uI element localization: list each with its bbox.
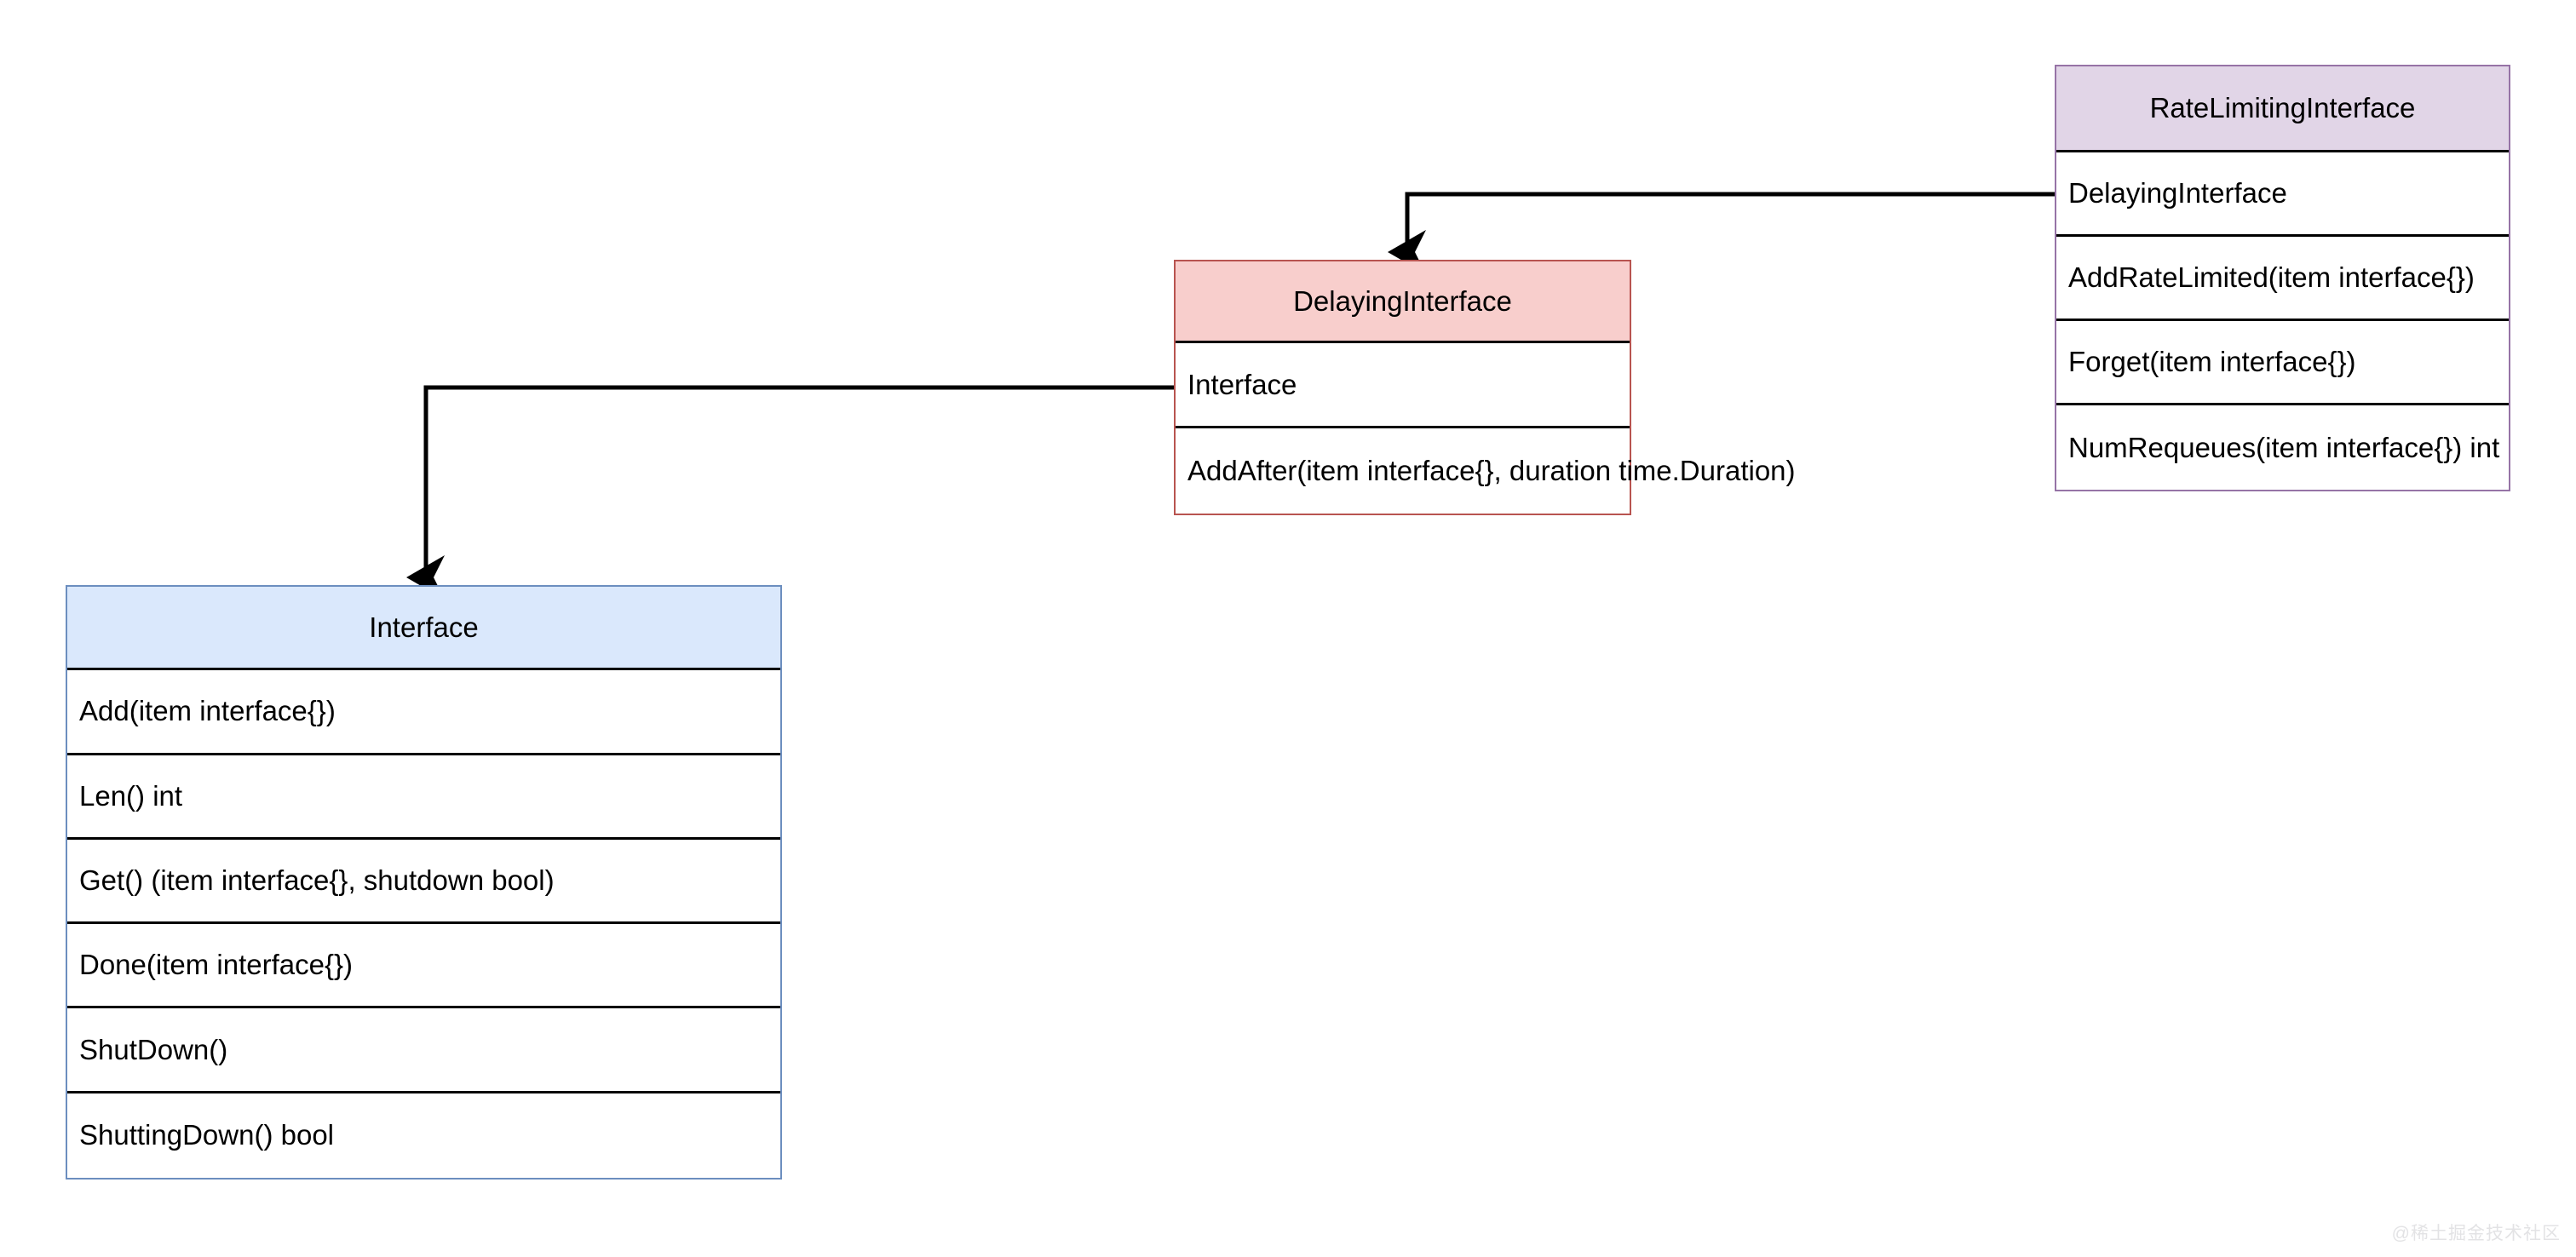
class-member-text: AddRateLimited(item interface{}) bbox=[2068, 261, 2475, 293]
class-member-row: AddAfter(item interface{}, duration time… bbox=[1176, 428, 1796, 514]
class-member-row: Interface bbox=[1176, 343, 1630, 429]
class-member-row: Done(item interface{}) bbox=[67, 924, 780, 1009]
class-member-row: Add(item interface{}) bbox=[67, 670, 780, 755]
class-title-delayinginterface: DelayingInterface bbox=[1176, 261, 1630, 344]
class-member-row: Forget(item interface{}) bbox=[2056, 321, 2509, 406]
class-member-text: AddAfter(item interface{}, duration time… bbox=[1187, 455, 1796, 487]
class-title-ratelimitinginterface: RateLimitingInterface bbox=[2056, 66, 2509, 152]
class-member-row: ShuttingDown() bool bbox=[79, 1119, 334, 1151]
class-title-interface: Interface bbox=[67, 587, 780, 671]
watermark: @稀土掘金技术社区 bbox=[2391, 1224, 2561, 1243]
uml-class-ratelimitinginterface[interactable]: RateLimitingInterface DelayingInterface … bbox=[2055, 65, 2510, 491]
uml-class-interface[interactable]: Interface Add(item interface{}) Len() in… bbox=[66, 585, 782, 1180]
class-member-row: Get() (item interface{}, shutdown bool) bbox=[67, 840, 780, 925]
class-member-row: Len() int bbox=[67, 755, 780, 840]
connector-ratelimiting-to-delaying bbox=[1388, 192, 2055, 275]
class-member-row: AddRateLimited(item interface{}) bbox=[2056, 237, 2509, 322]
class-member-row: DelayingInterface bbox=[2056, 152, 2509, 237]
class-member-row: NumRequeues(item interface{}) int bbox=[2056, 405, 2509, 490]
class-member-text: NumRequeues(item interface{}) int bbox=[2068, 431, 2500, 463]
class-member-row: ShutDown() bbox=[67, 1008, 780, 1093]
uml-class-delayinginterface[interactable]: DelayingInterface Interface AddAfter(ite… bbox=[1174, 260, 1796, 515]
connector-delaying-to-interface bbox=[406, 385, 1174, 600]
